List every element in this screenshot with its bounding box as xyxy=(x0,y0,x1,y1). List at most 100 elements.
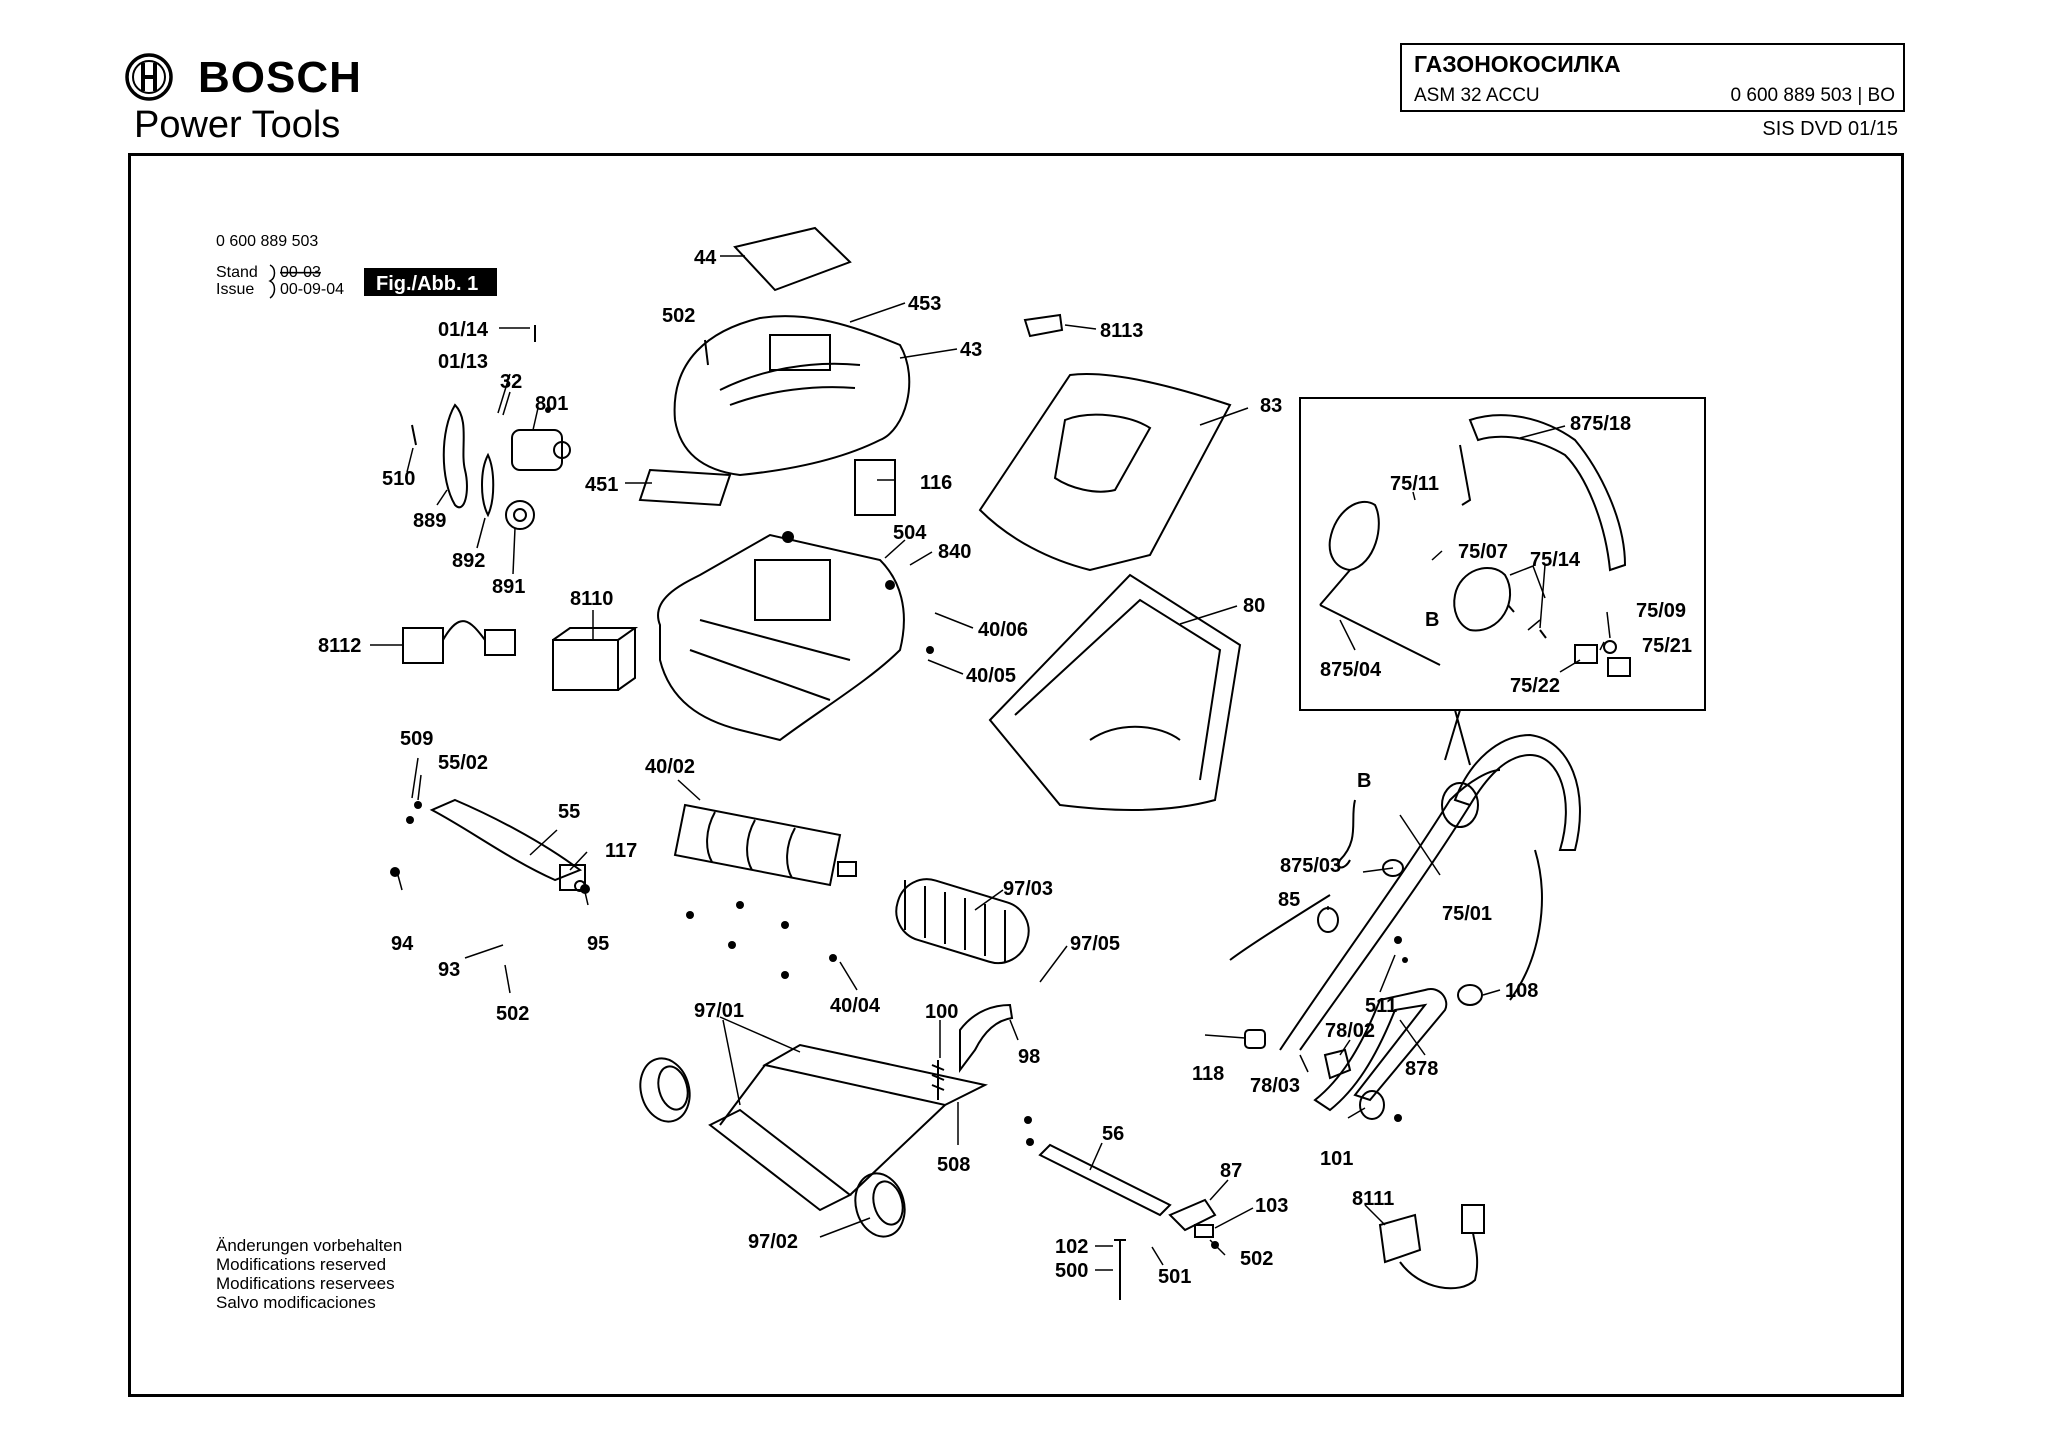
part-100-shape xyxy=(931,1060,945,1100)
note-line: Salvo modificaciones xyxy=(216,1293,376,1312)
part-40-02-shape xyxy=(673,803,842,887)
callout-75-07: 75/07 xyxy=(1458,541,1508,563)
part-78-02-shape xyxy=(1323,1048,1352,1080)
callout-75-22: 75/22 xyxy=(1510,675,1560,697)
part-801-shape xyxy=(511,429,563,471)
callout-55-02: 55/02 xyxy=(438,752,488,774)
callout-40-05: 40/05 xyxy=(966,665,1016,687)
part-502a-shape xyxy=(704,339,709,366)
callout-891: 891 xyxy=(492,576,525,598)
part-75-01-shape xyxy=(1279,769,1501,1051)
callout-78-03: 78/03 xyxy=(1250,1075,1300,1097)
part-75-11-shape xyxy=(1328,500,1380,572)
callout-78-02: 78/02 xyxy=(1325,1020,1375,1042)
note-line: Modifications reserved xyxy=(216,1255,387,1274)
callout-502-left: 502 xyxy=(496,1003,529,1025)
callout-511: 511 xyxy=(1365,995,1397,1017)
upper-handle-shape xyxy=(1453,733,1581,851)
part-87-shape xyxy=(1168,1198,1217,1232)
callout-97-02: 97/02 xyxy=(748,1231,798,1253)
callout-95: 95 xyxy=(587,933,609,955)
issue-label: Issue xyxy=(216,281,254,298)
callout-97-01: 97/01 xyxy=(694,1000,744,1022)
callout-502-right: 502 xyxy=(1240,1248,1273,1270)
callout-8111: 8111 xyxy=(1352,1188,1394,1210)
part-55-shape xyxy=(429,798,583,882)
rear-wheel-shape xyxy=(639,1057,691,1123)
bosch-logo: BOSCH Power Tools xyxy=(124,52,364,147)
product-title: ГАЗОНОКОСИЛКА xyxy=(1414,51,1621,77)
part-510-shape xyxy=(411,424,417,446)
callout-98: 98 xyxy=(1018,1046,1040,1068)
callout-b-inset: B xyxy=(1425,609,1439,631)
part-8113-shape xyxy=(1023,313,1064,338)
part-97-02-shape xyxy=(854,1172,906,1238)
product-model: ASM 32 ACCU xyxy=(1414,85,1540,106)
callout-501: 501 xyxy=(1158,1266,1191,1288)
callout-840: 840 xyxy=(938,541,971,563)
part-451-shape xyxy=(638,468,732,507)
part-8110-shape xyxy=(552,639,619,691)
callout-40-06: 40/06 xyxy=(978,619,1028,641)
callout-889: 889 xyxy=(413,510,446,532)
title-box: ГАЗОНОКОСИЛКА ASM 32 ACCU 0 600 889 503 … xyxy=(1400,43,1905,112)
part-98-shape xyxy=(959,1003,1014,1073)
part-116-shape xyxy=(854,459,896,516)
callout-878: 878 xyxy=(1405,1058,1438,1080)
brand-name: BOSCH xyxy=(198,53,362,102)
callout-102: 102 xyxy=(1055,1236,1088,1258)
figure-label: Fig./Abb. 1 xyxy=(376,273,478,295)
callout-32: 32 xyxy=(500,371,522,393)
callout-875-04: 875/04 xyxy=(1320,659,1382,681)
part-453-shape xyxy=(673,315,911,477)
stand-label: Stand xyxy=(216,264,258,281)
part-103-shape xyxy=(1194,1224,1214,1238)
callout-451: 451 xyxy=(585,474,618,496)
callout-40-04: 40/04 xyxy=(830,995,881,1017)
callout-108: 108 xyxy=(1505,980,1538,1002)
part-44-shape xyxy=(733,226,852,292)
callout-118: 118 xyxy=(1192,1063,1224,1085)
callout-97-03: 97/03 xyxy=(1003,878,1053,900)
part-85-shape xyxy=(1317,907,1339,933)
callout-103: 103 xyxy=(1255,1195,1288,1217)
figure-badge xyxy=(364,268,497,296)
callout-508: 508 xyxy=(937,1154,970,1176)
issue-value: 00-09-04 xyxy=(280,281,344,298)
callout-44: 44 xyxy=(694,247,717,269)
callout-55: 55 xyxy=(558,801,580,823)
callout-43: 43 xyxy=(960,339,982,361)
part-118-shape xyxy=(1244,1029,1266,1049)
callout-8110: 8110 xyxy=(570,588,613,610)
callout-87: 87 xyxy=(1220,1160,1242,1182)
callout-100: 100 xyxy=(925,1001,958,1023)
part-80-shape xyxy=(988,573,1242,811)
part-101-shape xyxy=(1359,1090,1385,1120)
part-75-09-shape xyxy=(1603,640,1617,654)
diagram-frame xyxy=(128,153,1904,1397)
part-97-01-shape xyxy=(762,1043,988,1107)
callout-504: 504 xyxy=(893,522,927,544)
callout-56: 56 xyxy=(1102,1123,1124,1145)
callout-75-11: 75/11 xyxy=(1390,473,1439,495)
part-75-21-shape xyxy=(1607,657,1631,677)
part-891-shape xyxy=(505,500,535,530)
part-875-04-shape xyxy=(1319,569,1441,666)
callout-93: 93 xyxy=(438,959,460,981)
detail-inset-frame xyxy=(1299,397,1706,711)
part-75-22-shape xyxy=(1574,644,1598,664)
part-875-03-shape xyxy=(1337,799,1356,869)
callout-01-13: 01/13 xyxy=(438,351,488,373)
callout-453: 453 xyxy=(908,293,941,315)
callout-500: 500 xyxy=(1055,1260,1088,1282)
revision-label: SIS DVD 01/15 xyxy=(1762,118,1898,140)
callout-502-top: 502 xyxy=(662,305,695,327)
callout-117: 117 xyxy=(605,840,637,862)
callout-b-main: B xyxy=(1357,770,1371,792)
callout-875-03: 875/03 xyxy=(1280,855,1341,877)
diagram-number: 0 600 889 503 xyxy=(216,233,318,250)
part-878-shape xyxy=(1313,988,1448,1112)
callout-75-14: 75/14 xyxy=(1530,549,1581,571)
callout-85: 85 xyxy=(1278,889,1300,911)
